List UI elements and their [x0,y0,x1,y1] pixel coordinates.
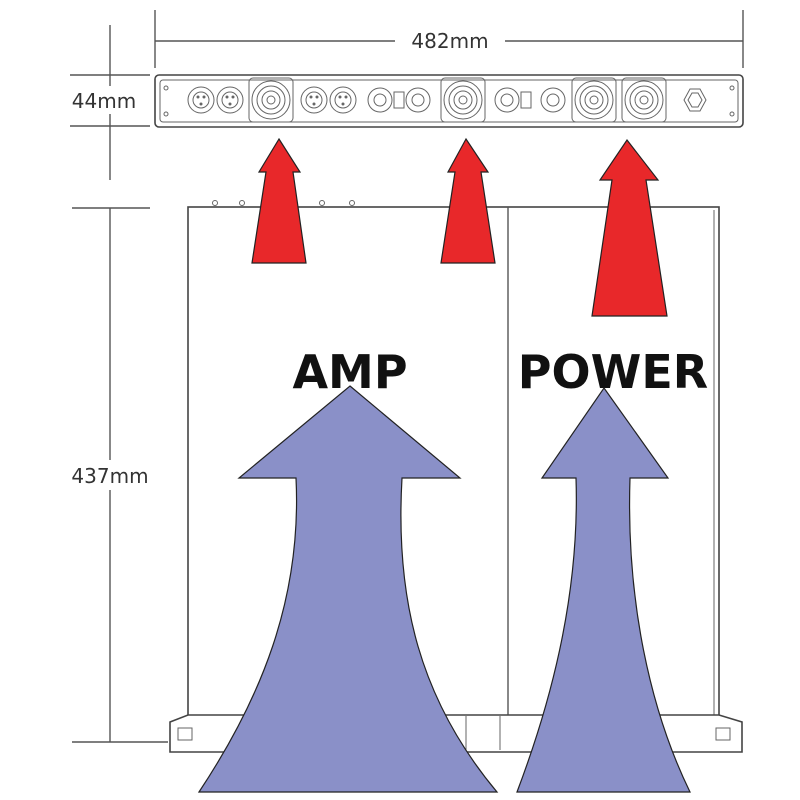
depth-label-bg [62,460,158,490]
speakon-icon [540,87,566,113]
bracket-slot-icon [715,727,731,741]
intake-arrow-amp [197,385,499,793]
screw-icon [349,200,355,206]
screw-icon [212,200,218,206]
height-label: 44mm [72,89,136,113]
rack-hole-icon [729,111,735,117]
exhaust-arrow-right [591,138,668,317]
screw-icon [319,200,325,206]
intake-arrow-power [516,386,691,793]
exhaust-arrows [251,137,668,317]
width-dimension: 482mm [154,10,744,68]
exhaust-arrow-left [251,137,307,264]
speakon-icon [405,87,431,113]
label-plate-icon [520,91,532,109]
power-inlet-icon [683,88,707,112]
height-dimension: 44mm [62,25,150,180]
depth-label: 437mm [71,464,148,488]
fan-icon [440,77,486,123]
rack-hole-icon [163,111,169,117]
rack-hole-icon [163,85,169,91]
xlr-icon [216,86,244,114]
exhaust-arrow-middle [440,137,496,264]
xlr-icon [329,86,357,114]
speakon-icon [367,87,393,113]
fan-icon [248,77,294,123]
speakon-icon [494,87,520,113]
rack-hole-icon [729,85,735,91]
power-label: POWER [518,345,708,399]
front-panel [154,74,744,128]
screw-icon [239,200,245,206]
fan-icon [621,77,667,123]
xlr-icon [300,86,328,114]
width-label: 482mm [411,29,488,53]
depth-dimension: 437mm [62,207,168,743]
label-plate-icon [393,91,405,109]
height-label-bg [62,86,146,114]
bracket-slot-icon [177,727,193,741]
fan-icon [571,77,617,123]
xlr-icon [187,86,215,114]
intake-arrows [197,385,691,793]
